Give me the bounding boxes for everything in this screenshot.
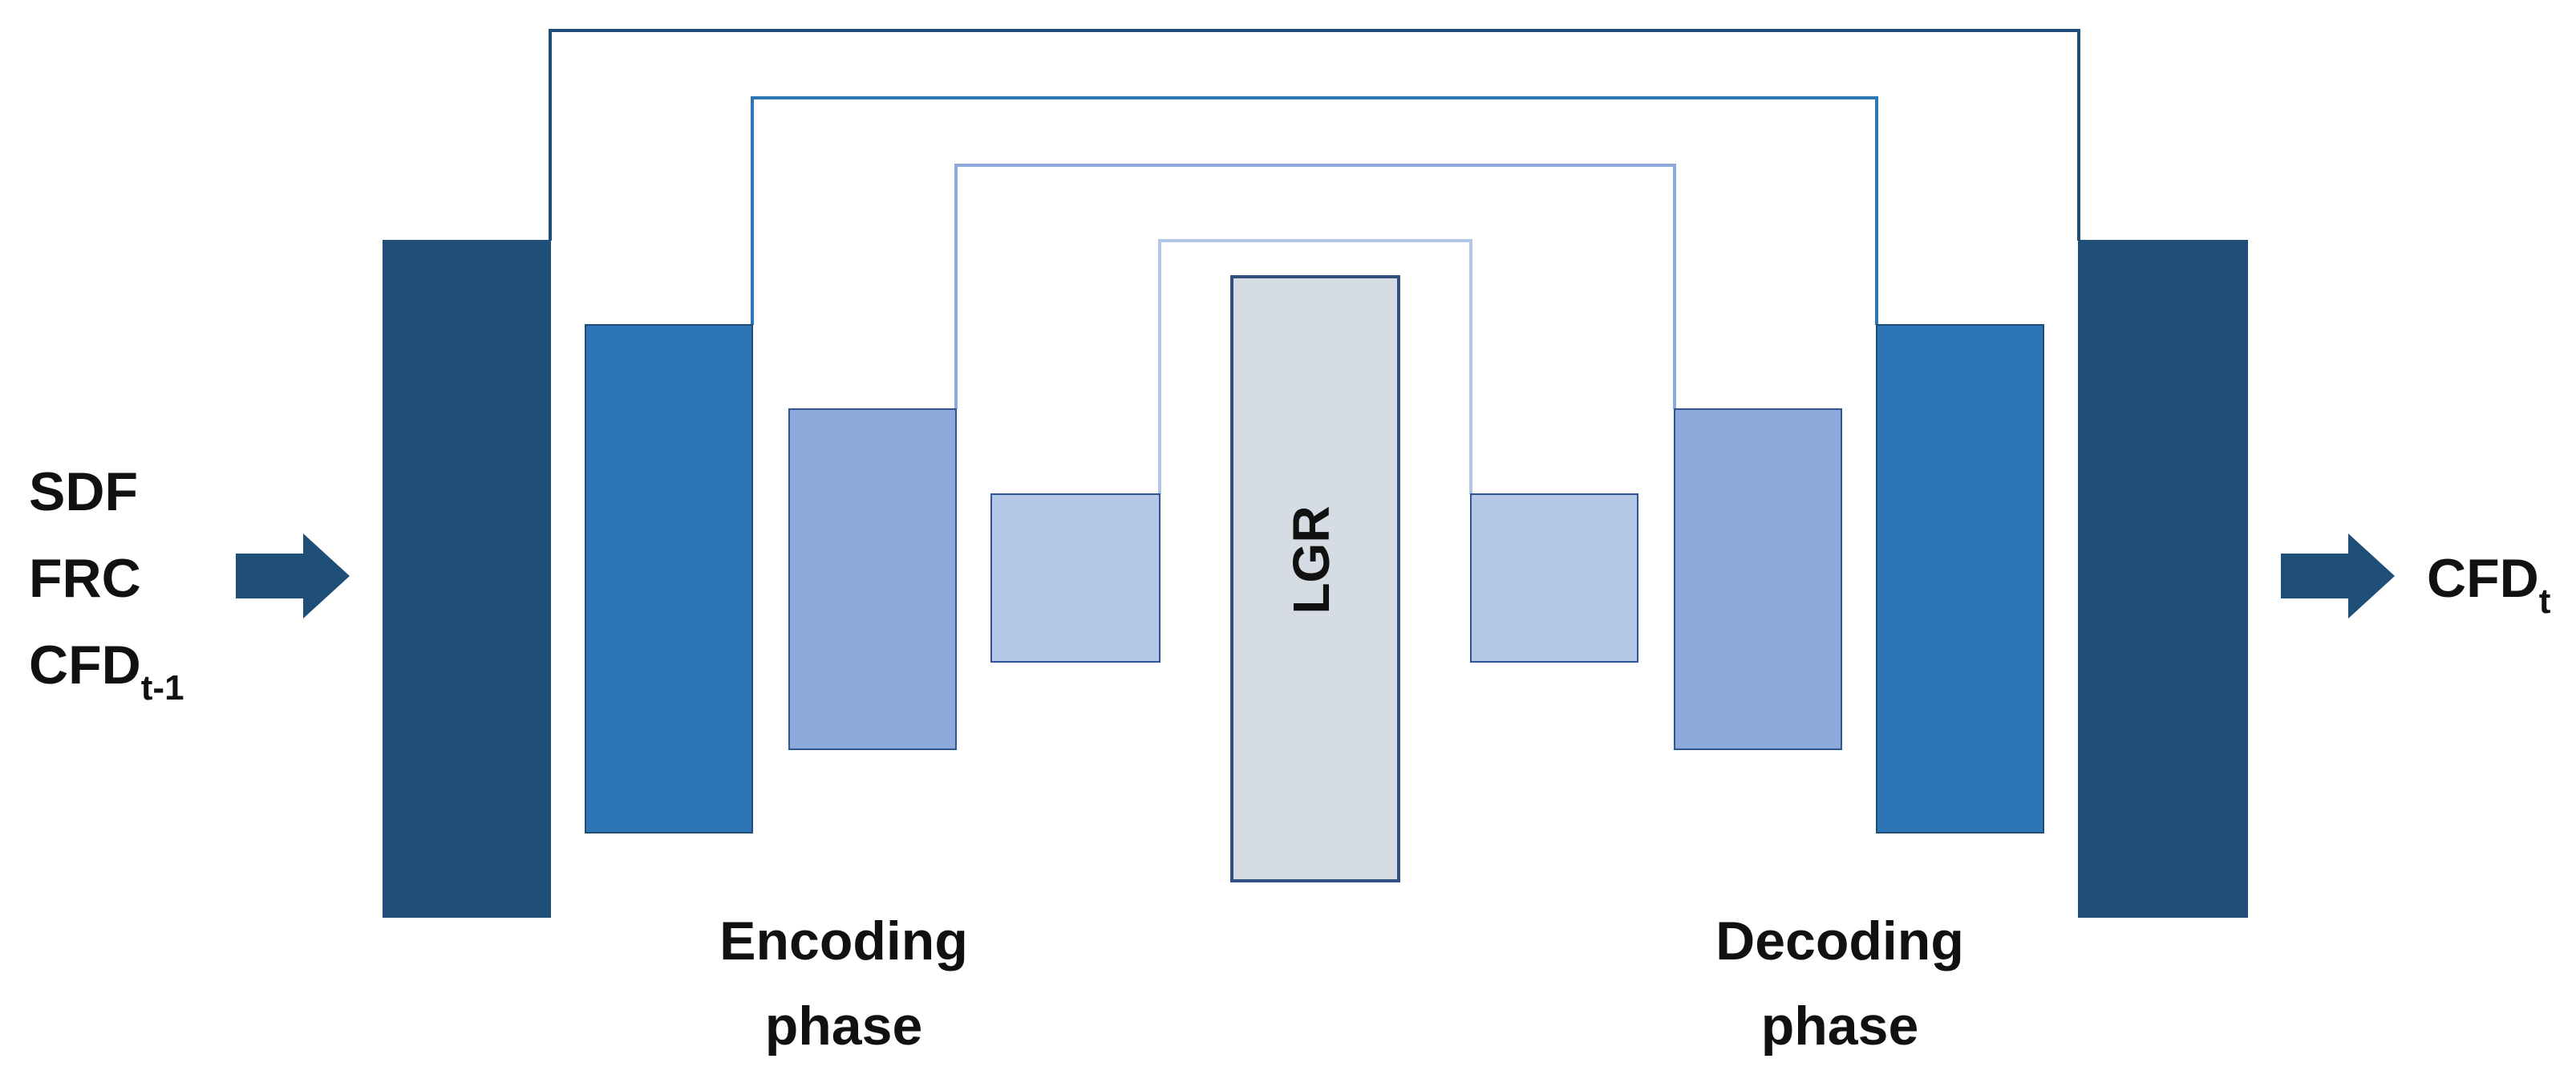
decoding-phase-label-line1: Decoding xyxy=(1715,911,1964,971)
input-labels: SDF FRC CFDt-1 xyxy=(29,461,184,708)
output-label-cfd-main: CFD xyxy=(2427,548,2539,609)
encoding-phase-label-line2: phase xyxy=(765,996,923,1057)
encoder-block-1 xyxy=(383,240,551,918)
encoder xyxy=(383,240,1160,918)
input-label-cfd-prev: CFDt-1 xyxy=(29,635,184,708)
output-label-cfd: CFDt xyxy=(2427,548,2551,621)
input-label-cfd-main: CFD xyxy=(29,635,141,696)
skip-connections xyxy=(549,29,2080,494)
phase-labels: Encoding phase Decoding phase xyxy=(719,911,1964,1057)
encoding-phase-label-line1: Encoding xyxy=(719,911,968,971)
skip-connection-level1 xyxy=(549,29,2080,241)
input-label-cfd-subscript: t-1 xyxy=(141,668,184,708)
skip-connection-level3 xyxy=(954,164,1676,409)
bottleneck-block xyxy=(1230,275,1400,882)
output-arrow xyxy=(2281,533,2395,619)
decoder-block-4 xyxy=(1470,493,1638,663)
input-label-frc: FRC xyxy=(29,548,141,609)
decoder-block-2 xyxy=(1876,324,2044,834)
decoding-phase-label-line2: phase xyxy=(1761,996,1919,1057)
skip-connection-level2 xyxy=(751,96,1878,325)
skip-connection-level4 xyxy=(1158,239,1472,494)
encoder-block-4 xyxy=(990,493,1160,663)
input-arrow xyxy=(236,533,350,619)
encoder-block-3 xyxy=(788,408,957,750)
decoder xyxy=(1470,240,2248,918)
input-label-sdf: SDF xyxy=(29,461,138,522)
decoder-block-3 xyxy=(1674,408,1842,750)
bottleneck: LGR xyxy=(1230,275,1400,882)
encoder-block-2 xyxy=(585,324,753,834)
decoder-block-1 xyxy=(2078,240,2248,918)
output-label-cfd-subscript: t xyxy=(2539,582,2551,621)
bottleneck-label: LGR xyxy=(1282,505,1340,614)
